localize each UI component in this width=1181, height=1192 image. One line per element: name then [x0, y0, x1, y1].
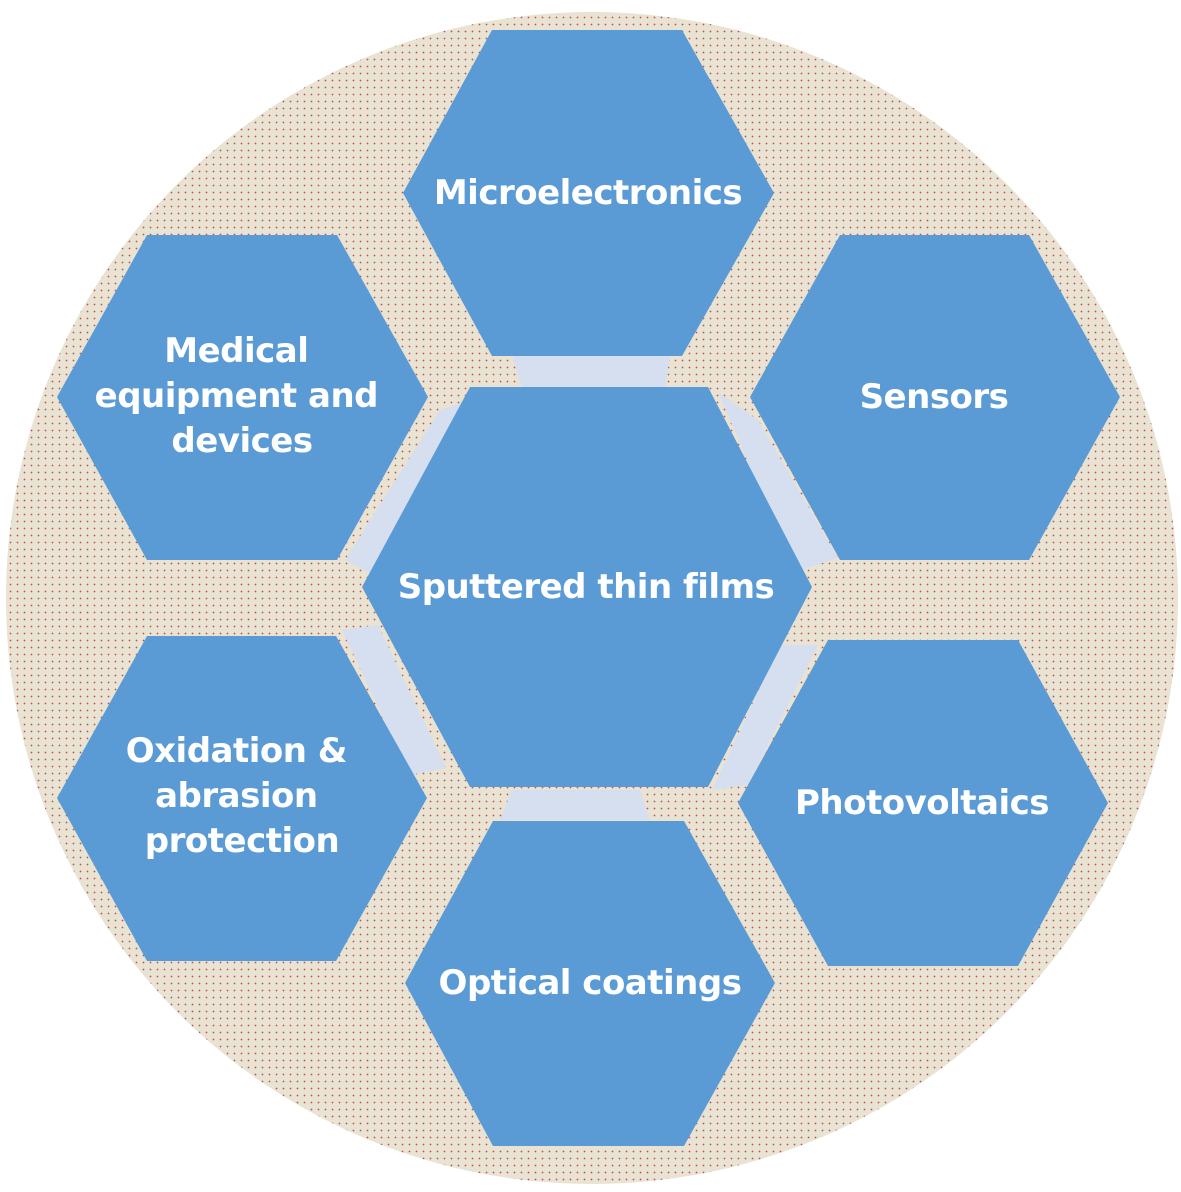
hexagon-optical-coatings [405, 821, 775, 1146]
hexagon-microelectronics [403, 30, 774, 356]
label-line: protection [145, 821, 339, 861]
label-oxidation-abrasion: Oxidation & abrasion protection [126, 731, 359, 861]
label-line: devices [171, 421, 312, 461]
label-line: Sensors [860, 377, 1009, 417]
connector-sensors [718, 392, 838, 572]
hexagon-photovoltaics [738, 640, 1108, 966]
center-node: Sputtered thin films [362, 387, 812, 787]
label-line: Microelectronics [434, 173, 742, 213]
label-line: Medical [164, 331, 308, 371]
hexagon-sensors [750, 235, 1120, 560]
label-line: Oxidation & [126, 731, 347, 771]
label-photovoltaics: Photovoltaics [795, 783, 1049, 823]
connector-oxidation [342, 625, 446, 775]
connector-optical-coatings [500, 790, 650, 820]
hex-photovoltaics: Photovoltaics [738, 640, 1108, 966]
connector-medical [345, 400, 470, 578]
label-sensors: Sensors [860, 377, 1009, 417]
label-microelectronics: Microelectronics [434, 173, 742, 213]
hex-microelectronics: Microelectronics [403, 30, 774, 356]
hex-oxidation-abrasion: Oxidation & abrasion protection [57, 636, 427, 961]
hexagon-medical [57, 235, 428, 560]
connector-group [342, 355, 838, 820]
connector-photovoltaics [712, 645, 818, 790]
connector-microelectronics [512, 355, 670, 388]
label-line: abrasion [155, 776, 317, 816]
label-line: equipment and [95, 376, 378, 416]
label-line: Optical coatings [439, 963, 742, 1003]
center-hexagon [362, 387, 812, 787]
hex-optical-coatings: Optical coatings [405, 821, 775, 1146]
hex-sensors: Sensors [750, 235, 1120, 560]
hexagon-oxidation-abrasion [57, 636, 427, 961]
label-optical-coatings: Optical coatings [439, 963, 742, 1003]
label-medical: Medical equipment and devices [95, 331, 390, 461]
hex-medical: Medical equipment and devices [57, 235, 428, 560]
center-label: Sputtered thin films [398, 567, 775, 607]
label-line: Photovoltaics [795, 783, 1049, 823]
